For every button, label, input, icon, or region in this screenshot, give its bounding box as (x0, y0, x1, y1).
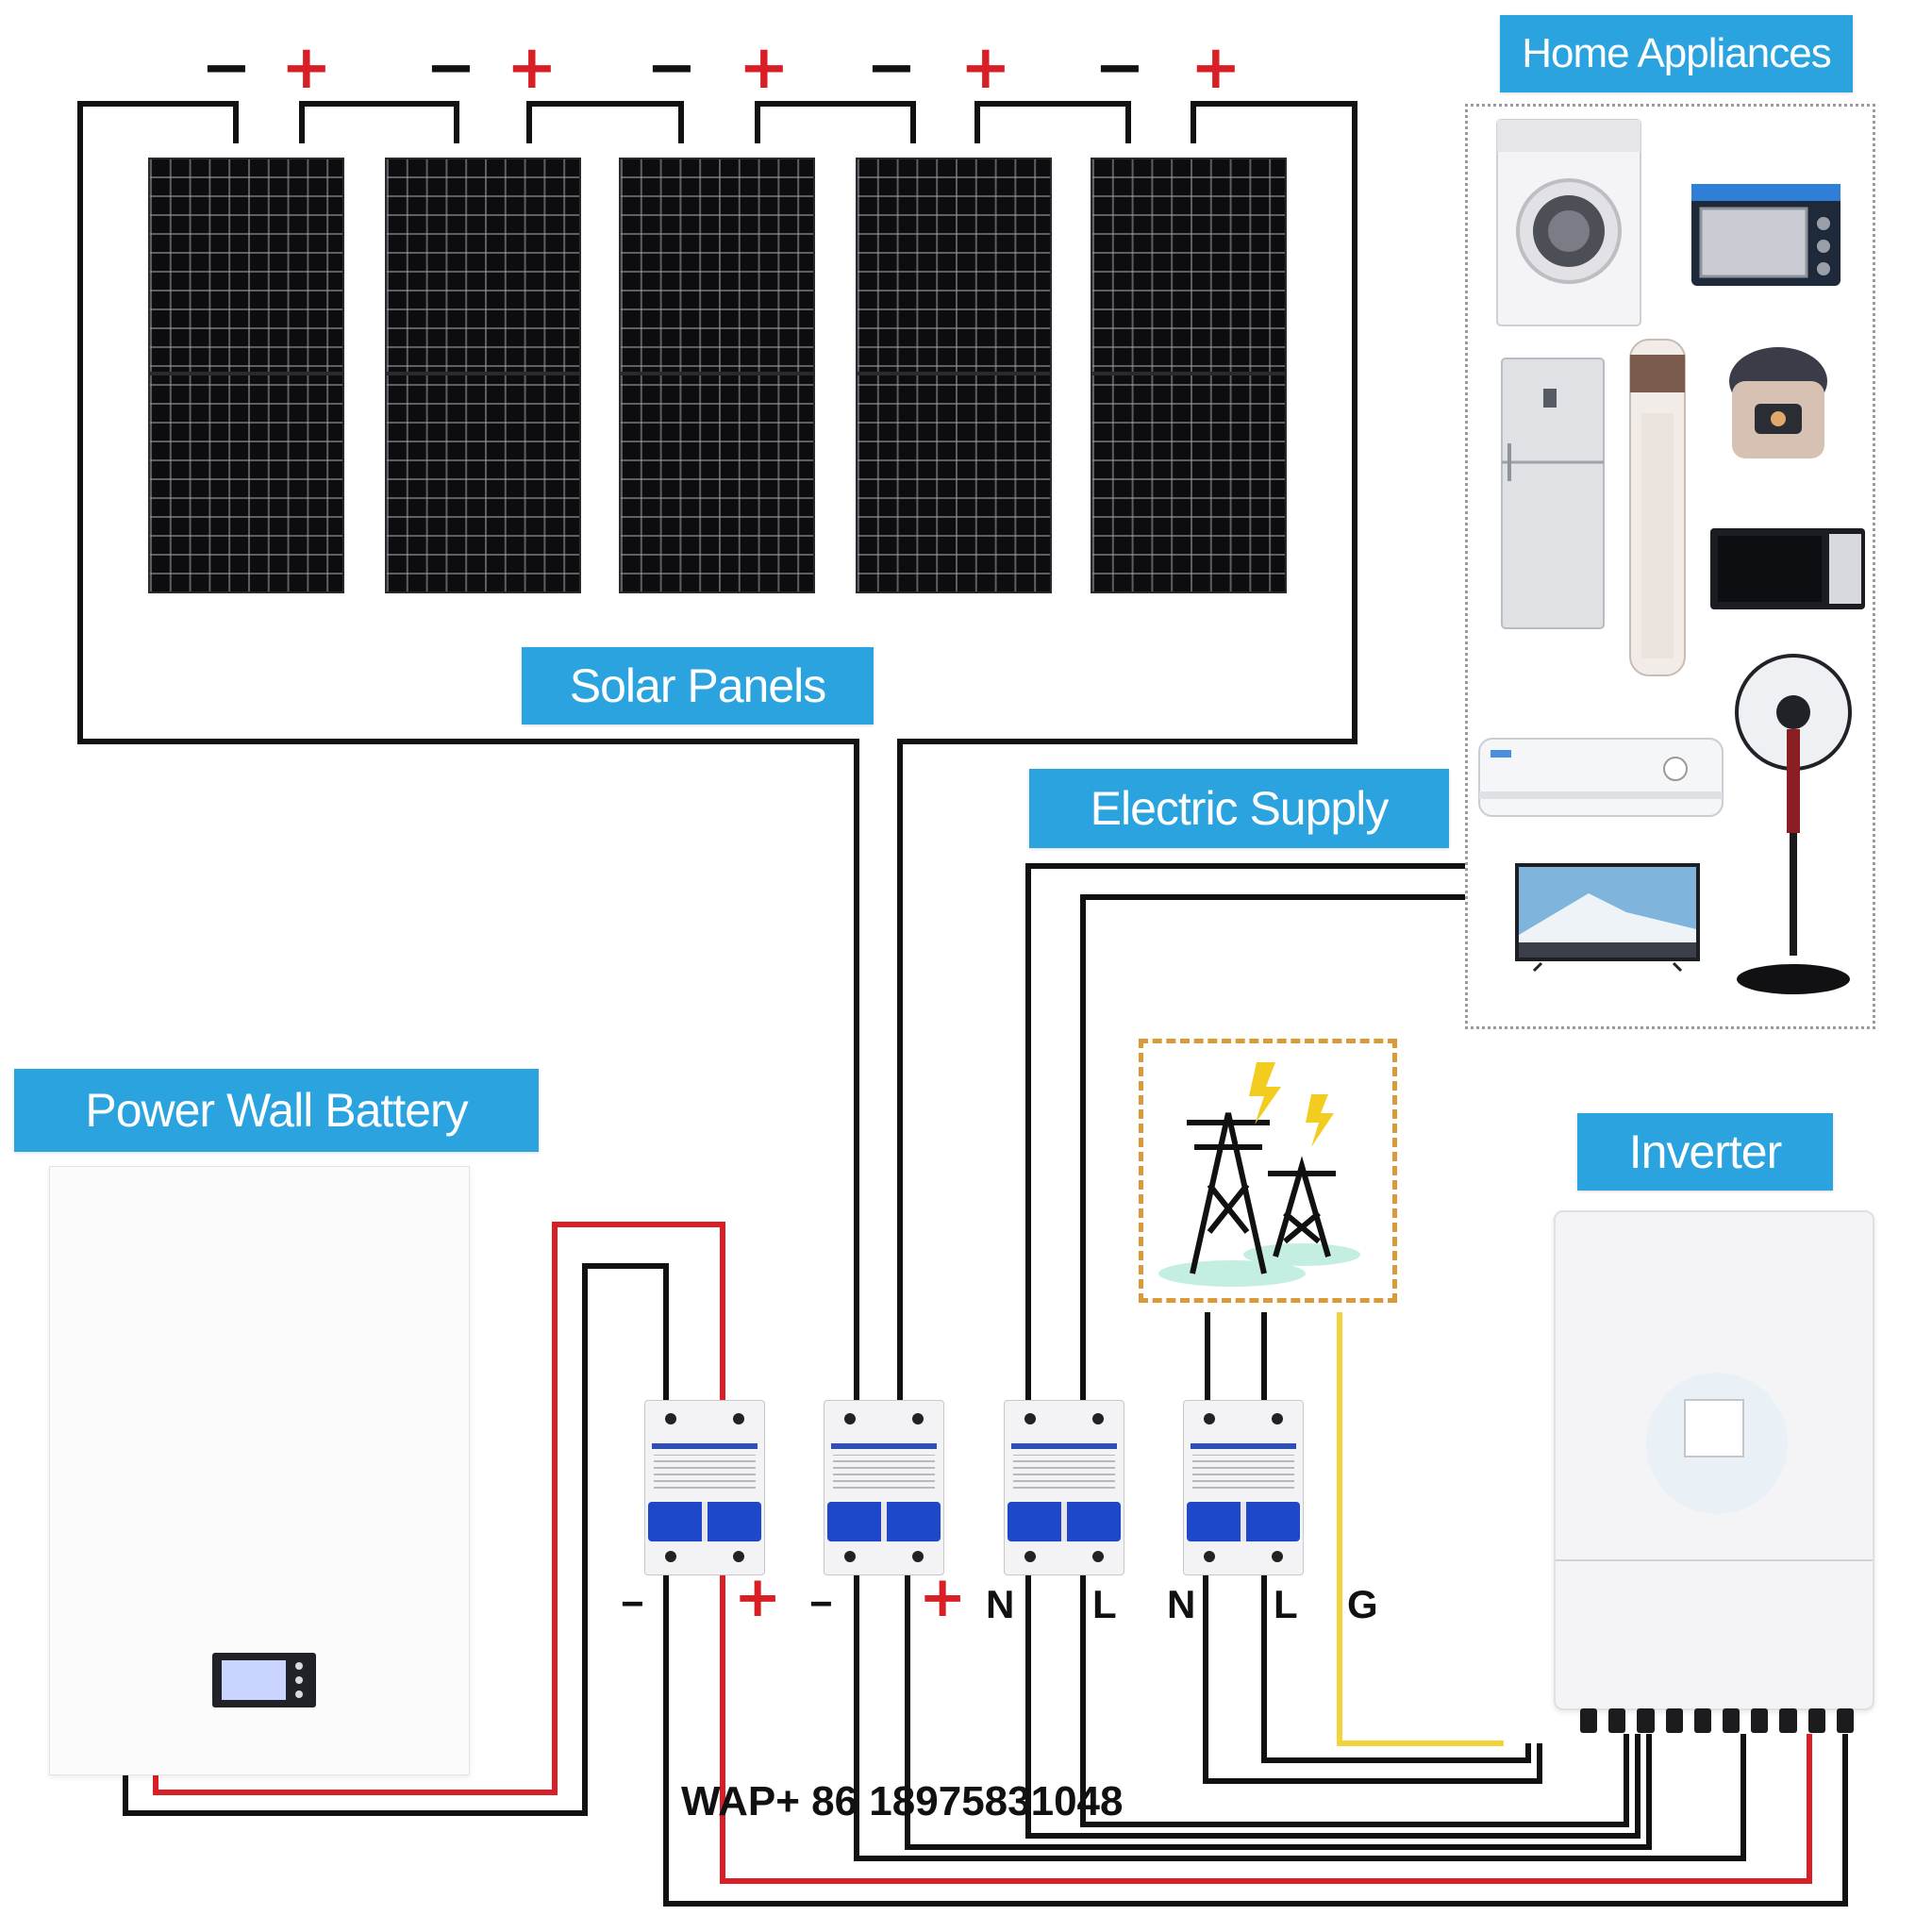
grid-supply-box (1139, 1039, 1397, 1303)
grid-l-out (1261, 1574, 1531, 1763)
inverter-control-panel (1646, 1373, 1788, 1514)
grid-l-terminal: L (1274, 1582, 1298, 1626)
solar-panel-icon (619, 158, 815, 593)
panel-4-minus: − (866, 33, 917, 103)
pv-minus-terminal: − (809, 1581, 833, 1625)
circuit-breaker-icon (824, 1400, 944, 1575)
panel-2-plus: + (507, 33, 558, 103)
load-l-wire (1080, 894, 1465, 1400)
home-appliances-panel (1465, 104, 1875, 1029)
ground-terminal: G (1347, 1582, 1378, 1626)
solar-panel-icon (856, 158, 1052, 593)
grid-n-terminal: N (1167, 1582, 1196, 1626)
toaster-oven-icon (1691, 184, 1840, 286)
washing-machine-icon (1496, 119, 1641, 326)
panel-1-minus: − (201, 33, 252, 103)
ground-wire (1337, 1312, 1504, 1746)
pv-plus-terminal: + (919, 1564, 967, 1630)
circuit-breaker-icon (1183, 1400, 1304, 1575)
panel-3-plus: + (739, 33, 790, 103)
panel-link-1 (299, 101, 459, 143)
inverter (1554, 1210, 1874, 1733)
pv-positive-wire (897, 101, 1357, 1400)
panel-1-plus: + (281, 33, 332, 103)
rice-cooker-icon (1729, 347, 1827, 458)
panel-5-plus: + (1191, 33, 1241, 103)
solar-panels-label: Solar Panels (522, 647, 874, 724)
power-tower-icon (1158, 1062, 1360, 1287)
load-n-wire (1025, 863, 1465, 1400)
panel-5-minus: − (1094, 33, 1145, 103)
electric-supply-label: Electric Supply (1029, 769, 1449, 848)
microwave-icon (1710, 528, 1865, 609)
home-appliances-label: Home Appliances (1500, 15, 1853, 92)
panel-2-minus: − (425, 33, 476, 103)
pv-negative-wire (77, 101, 859, 1400)
panel-link-4 (974, 101, 1131, 143)
standing-fan-icon (1735, 654, 1852, 994)
grid-n-out (1203, 1574, 1542, 1784)
battery-plus-terminal: + (734, 1564, 782, 1630)
battery-minus-terminal: − (621, 1581, 644, 1625)
inverter-label: Inverter (1577, 1113, 1833, 1191)
circuit-breaker-icon (644, 1400, 765, 1575)
solar-panel-icon (148, 158, 344, 593)
pv-negative-out (854, 1574, 1746, 1861)
battery-positive-wire (153, 1222, 725, 1795)
panel-link-3 (755, 101, 916, 143)
solar-panel-icon (1091, 158, 1287, 593)
load-l-terminal: L (1092, 1582, 1117, 1626)
lightning-bolt-icon (1306, 1094, 1334, 1147)
load-l-out (1080, 1574, 1629, 1827)
panel-link-2 (526, 101, 684, 143)
lightning-bolt-icon (1249, 1062, 1281, 1124)
battery-display (212, 1653, 316, 1707)
wall-air-conditioner-icon (1478, 738, 1724, 817)
power-wall-battery-label: Power Wall Battery (14, 1069, 539, 1152)
tower-air-conditioner-icon (1629, 339, 1686, 676)
television-icon (1515, 863, 1700, 973)
panel-4-plus: + (960, 33, 1011, 103)
load-n-terminal: N (986, 1582, 1015, 1626)
power-wall-battery (49, 1166, 470, 1775)
pv-positive-out (905, 1574, 1652, 1850)
battery-negative-wire (123, 1263, 669, 1816)
refrigerator-icon (1501, 358, 1605, 629)
panel-3-minus: − (646, 33, 697, 103)
solar-panel-icon (385, 158, 581, 593)
battery-positive-out (720, 1574, 1812, 1884)
inverter-cable-glands (1580, 1708, 1855, 1733)
contact-watermark: WAP+ 86 18975831048 (681, 1778, 1124, 1824)
circuit-breaker-icon (1004, 1400, 1124, 1575)
load-n-out (1025, 1574, 1641, 1839)
battery-negative-out (663, 1574, 1848, 1907)
